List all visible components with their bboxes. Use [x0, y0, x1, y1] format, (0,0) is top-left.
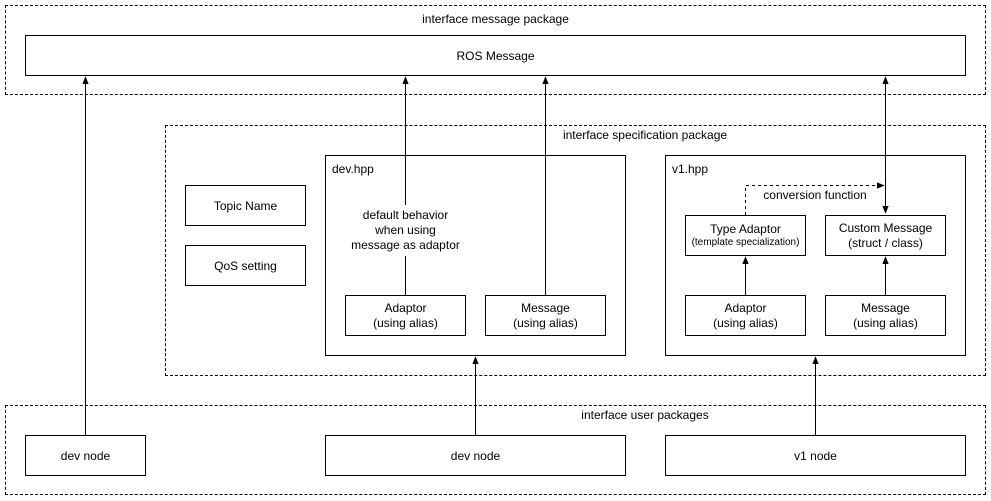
interface-user-packages-label: interface user packages: [581, 408, 709, 422]
interface-message-package-label: interface message package: [422, 12, 569, 26]
v1-adaptor-box: Adaptor (using alias): [685, 295, 806, 336]
interface-user-packages: [5, 405, 986, 495]
v1-message-box: Message (using alias): [825, 295, 946, 336]
dev-adaptor-box: Adaptor (using alias): [345, 295, 466, 336]
dev-node-left-box: dev node: [25, 435, 146, 476]
interface-message-package: [5, 5, 986, 95]
type-adaptor-box: Type Adaptor (template specialization): [685, 215, 806, 256]
interface-specification-package-label: interface specification package: [562, 128, 728, 142]
conversion-function-label: conversion function: [763, 188, 867, 202]
dev-hpp-title: dev.hpp: [332, 162, 374, 176]
ros-message-box: ROS Message: [25, 35, 966, 76]
v1-node-box: v1 node: [665, 435, 966, 476]
dev-message-box: Message (using alias): [485, 295, 606, 336]
default-behavior-label: default behavior when using message as a…: [345, 207, 466, 253]
custom-message-box: Custom Message (struct / class): [825, 215, 946, 256]
topic-name-box: Topic Name: [185, 185, 306, 226]
v1-hpp-title: v1.hpp: [672, 162, 709, 176]
qos-setting-box: QoS setting: [185, 245, 306, 286]
dev-node-mid-box: dev node: [325, 435, 626, 476]
interface-specification-package: [165, 125, 986, 376]
